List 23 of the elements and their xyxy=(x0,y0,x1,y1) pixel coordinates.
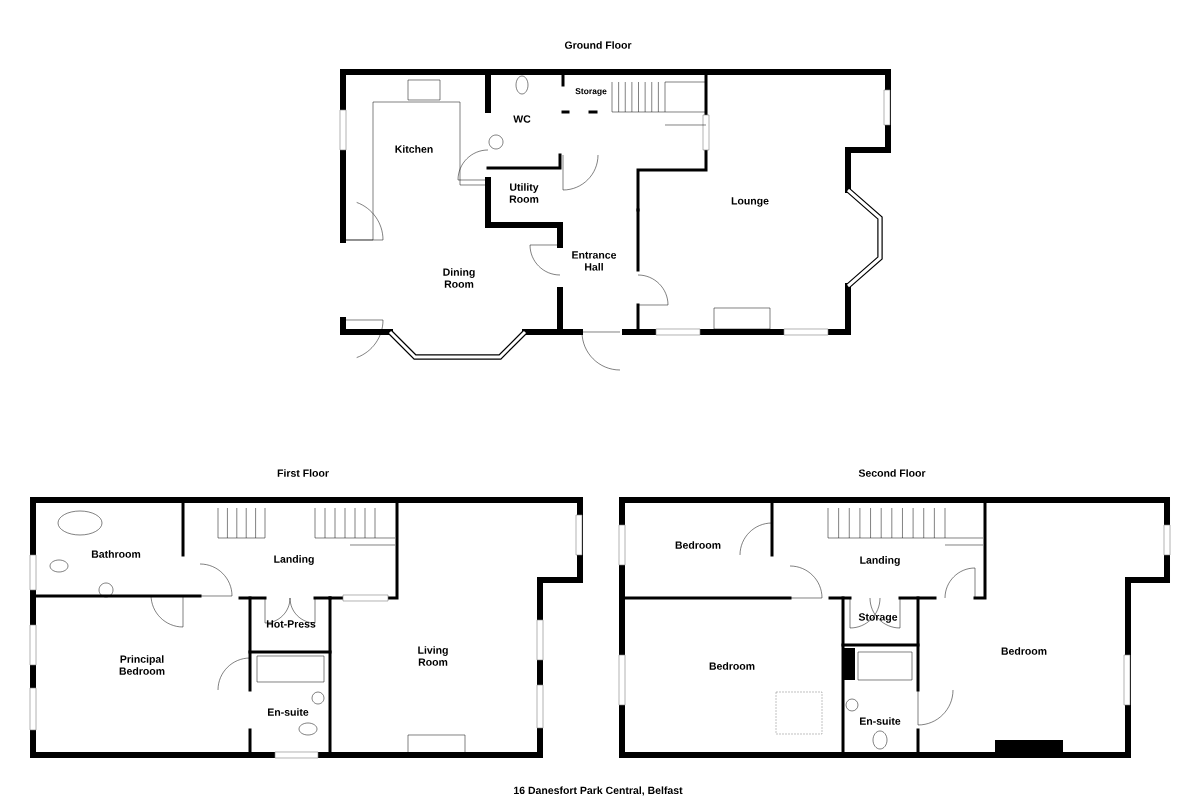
room-label: En-suite xyxy=(860,717,901,725)
room-label: Ground Floor xyxy=(564,41,632,49)
room-label: Storage xyxy=(575,88,607,96)
room-label: Landing xyxy=(860,556,900,566)
room-label: Principal Bedroom xyxy=(119,655,165,675)
room-label: Bathroom xyxy=(91,550,141,558)
room-label: Second Floor xyxy=(858,469,926,477)
room-label: Entrance Hall xyxy=(572,251,617,271)
room-label: Lounge xyxy=(731,197,769,207)
room-label: WC xyxy=(513,115,531,123)
room-label: Dining Room xyxy=(443,268,475,288)
room-label: Utility Room xyxy=(509,183,539,203)
room-label: Storage xyxy=(858,613,898,623)
room-label: En-suite xyxy=(268,708,309,716)
room-label: Bedroom xyxy=(675,541,721,549)
room-label: Kitchen xyxy=(395,145,433,153)
room-label: Landing xyxy=(274,555,314,565)
room-label: Bedroom xyxy=(709,662,755,670)
room-label: Living Room xyxy=(418,646,448,666)
room-label: Bedroom xyxy=(1001,647,1047,655)
room-label: Hot-Press xyxy=(266,620,316,628)
caption: 16 Danesfort Park Central, Belfast xyxy=(514,786,683,796)
room-label: First Floor xyxy=(277,469,329,477)
